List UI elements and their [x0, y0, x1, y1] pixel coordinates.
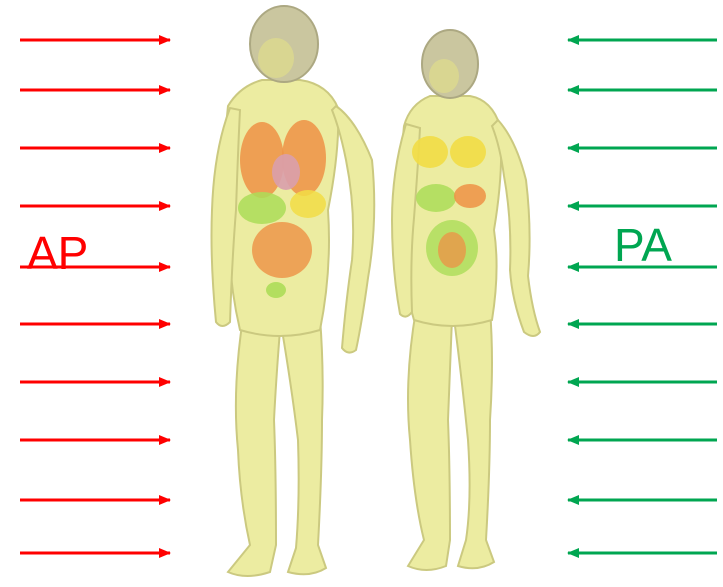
male-left-leg [228, 318, 280, 576]
female-phantom [392, 30, 540, 570]
female-liver [416, 184, 456, 212]
male-right-leg [282, 318, 326, 574]
male-heart [272, 154, 300, 190]
male-phantom [212, 6, 375, 576]
female-left-leg [408, 310, 452, 570]
male-stomach [290, 190, 326, 218]
female-right-leg [454, 310, 494, 568]
male-liver [238, 192, 286, 224]
female-stomach [454, 184, 486, 208]
female-breast-left [412, 136, 448, 168]
female-face [429, 59, 459, 93]
male-face [258, 38, 294, 78]
male-bladder [266, 282, 286, 298]
ap-label: AP [27, 230, 88, 276]
pa-beam-arrows [568, 40, 717, 553]
female-breast-right [450, 136, 486, 168]
female-right-arm [492, 120, 540, 336]
pa-label: PA [614, 222, 672, 268]
ap-beam-arrows [20, 40, 170, 553]
female-colon [438, 232, 466, 268]
male-intestines [252, 222, 312, 278]
